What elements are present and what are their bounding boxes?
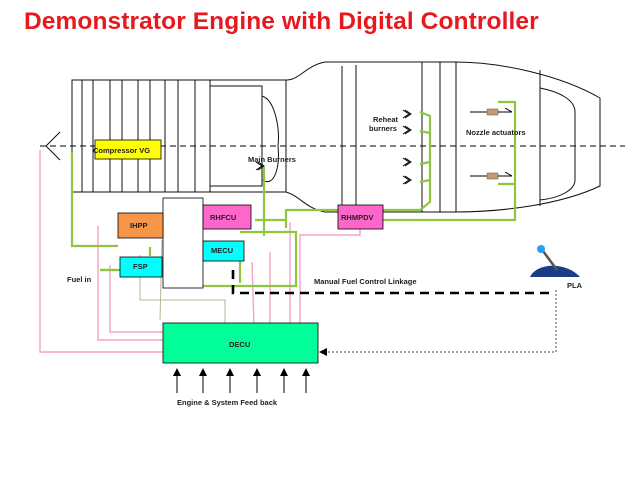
decu-block [162, 322, 319, 364]
reheat-burner-icons [402, 109, 412, 185]
pla-lever [530, 245, 580, 277]
ihpp-label: IHPP [130, 221, 148, 230]
main-burner-icon [257, 161, 265, 171]
main-burners-label: Main Burners [248, 155, 296, 164]
nozzle-actuator-bottom [470, 171, 513, 180]
compressor-vg-label: Compressor VG [93, 146, 150, 155]
reheat-label-line2: burners [369, 124, 397, 133]
fsp-block [119, 256, 163, 278]
rhfcu-label: RHFCU [210, 213, 236, 222]
compressor-vg-block [94, 139, 162, 160]
pla-signal-line [319, 290, 557, 356]
feedback-label: Engine & System Feed back [177, 398, 278, 407]
fuel-in-label: Fuel in [67, 275, 92, 284]
nozzle-actuator-top [470, 107, 513, 116]
decu-signal-lines [139, 239, 226, 325]
rhfcu-block [202, 204, 252, 230]
fuel-control-housing [162, 197, 204, 289]
mecu-label: MECU [211, 246, 233, 255]
rhmpdv-block [337, 204, 384, 230]
main-burner-icon [255, 161, 263, 171]
manual-linkage-label: Manual Fuel Control Linkage [314, 277, 417, 286]
reheat-label-line1: Reheat [373, 115, 399, 124]
pla-label: PLA [567, 281, 583, 290]
engine-outline [71, 61, 601, 213]
manual-linkage-line [231, 270, 550, 295]
decu-label: DECU [229, 340, 250, 349]
mecu-block [202, 240, 245, 262]
page-title: Demonstrator Engine with Digital Control… [24, 8, 539, 35]
rhmpdv-label: RHMPDV [341, 213, 374, 222]
intake-cone [45, 131, 61, 161]
nozzle-actuators-label: Nozzle actuators [466, 128, 526, 137]
ihpp-block [117, 212, 164, 239]
control-signal-lines [39, 150, 361, 353]
feedback-arrows [173, 368, 310, 393]
fsp-label: FSP [133, 262, 148, 271]
